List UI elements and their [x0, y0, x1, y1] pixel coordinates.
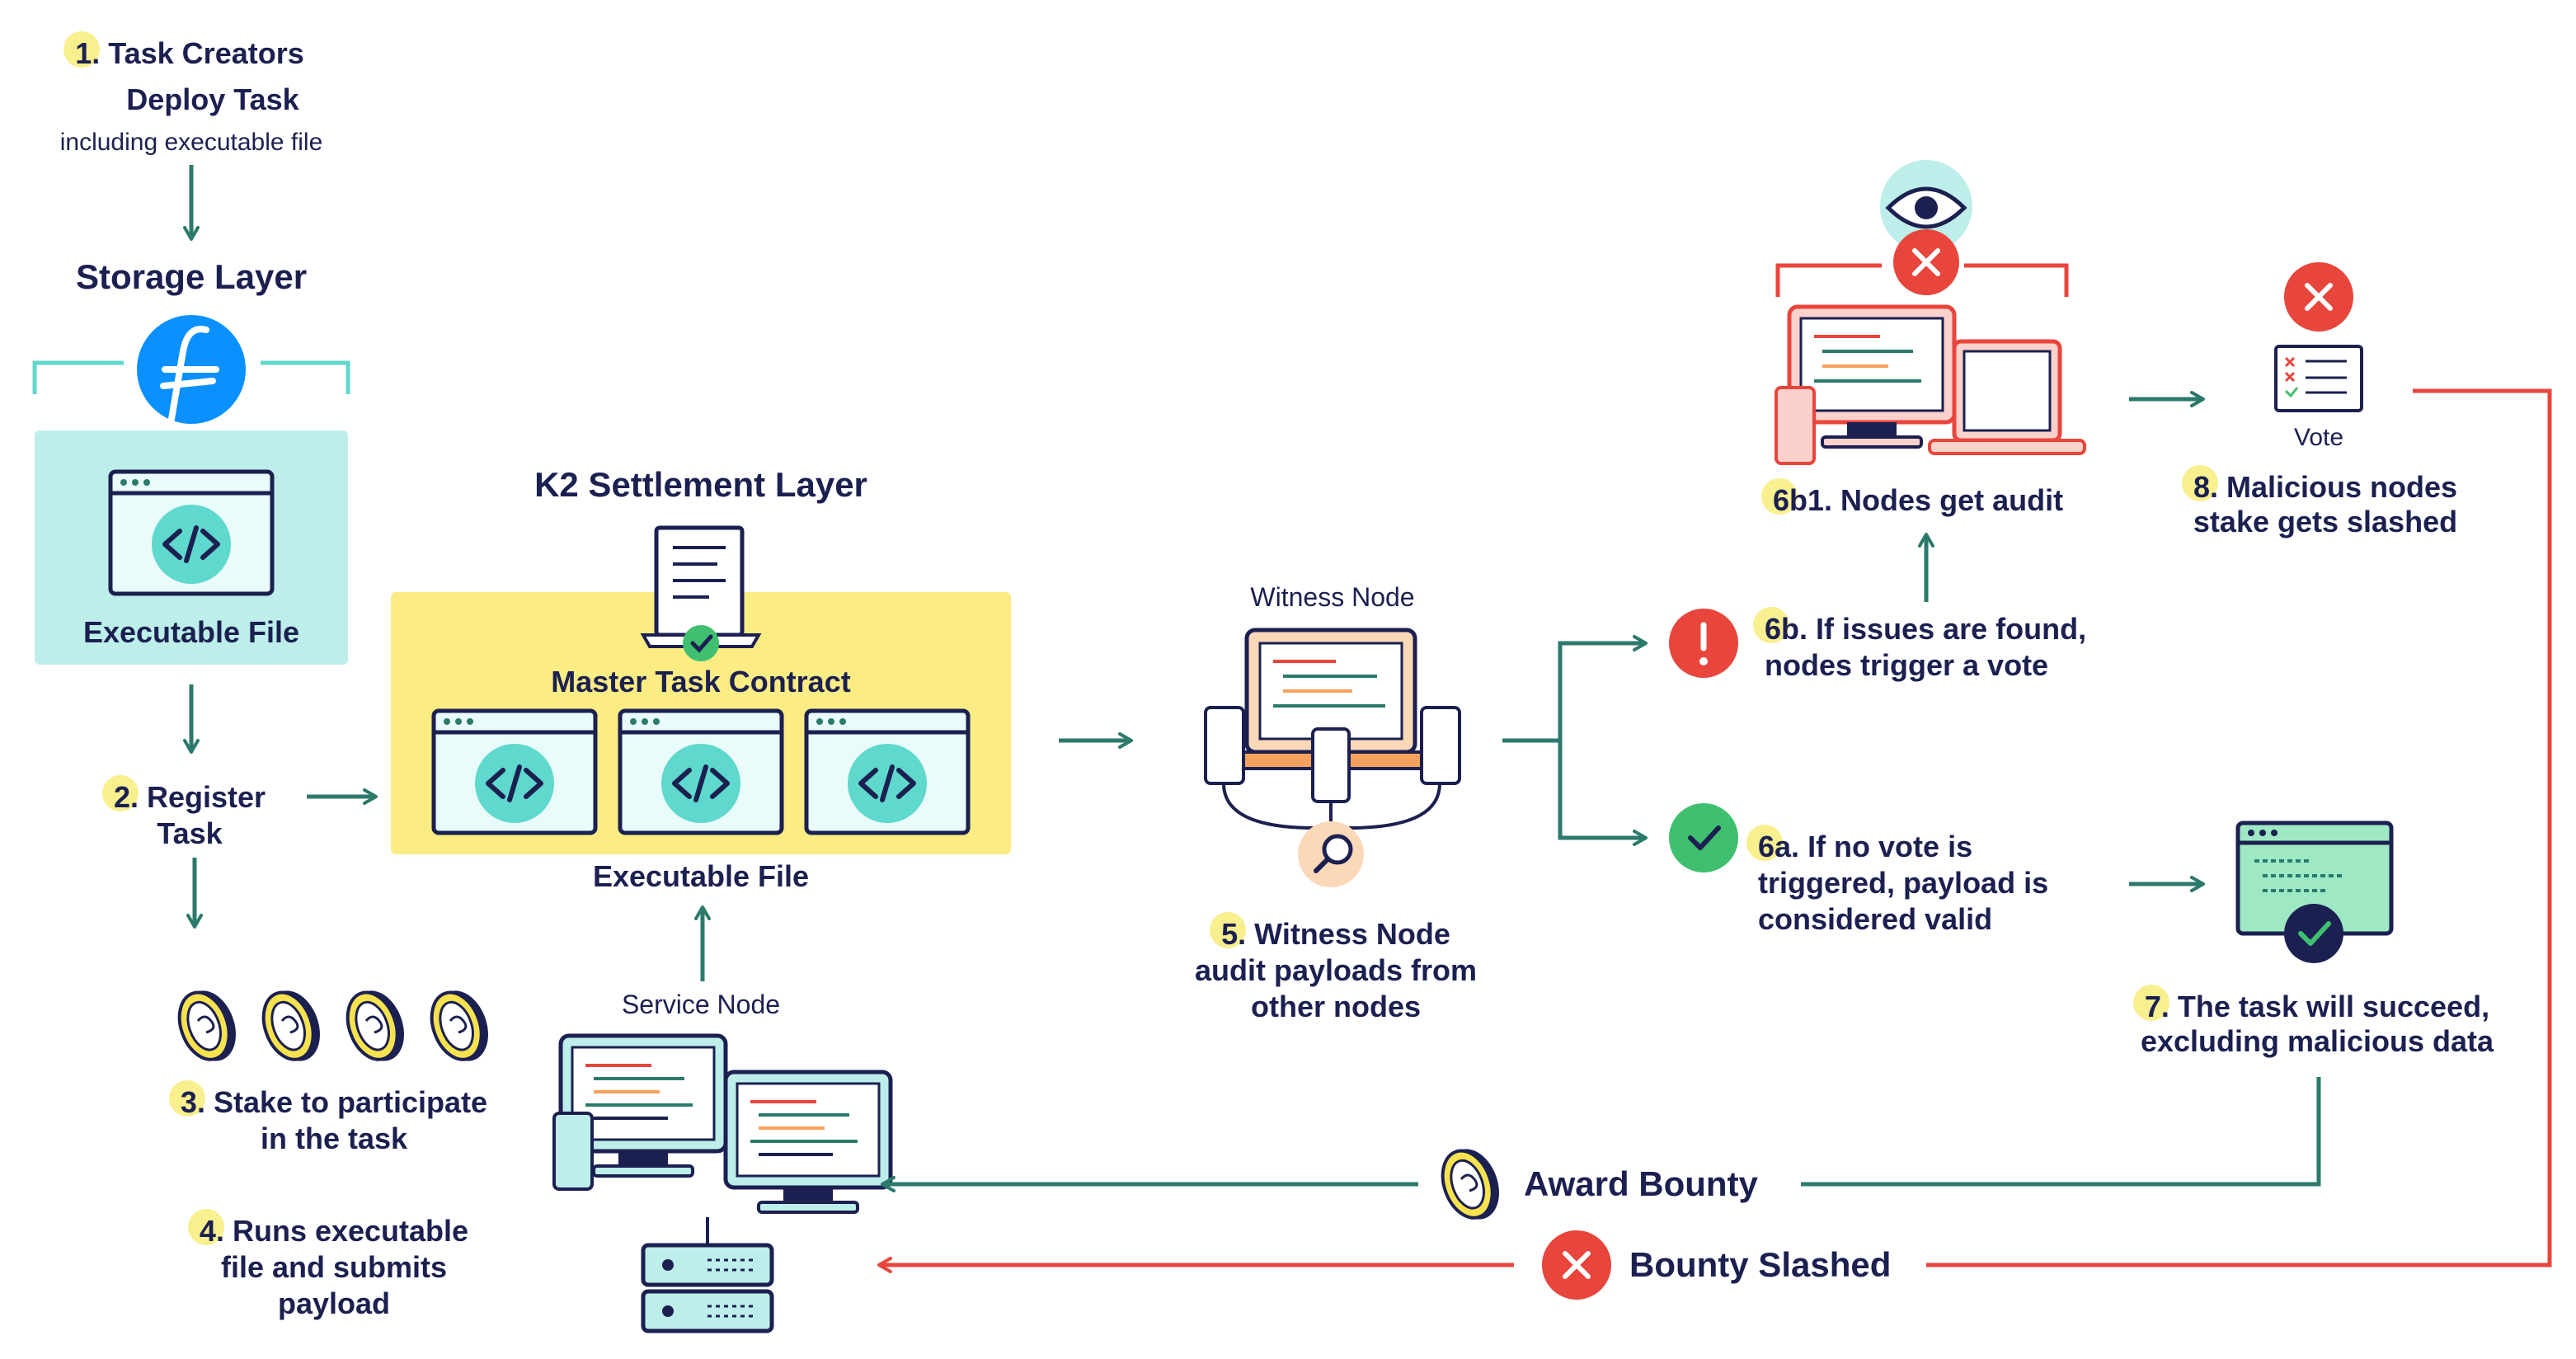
step-number: 7.: [2132, 985, 2169, 1023]
code-icon: [434, 711, 595, 833]
step-2-text: Register: [146, 780, 266, 814]
storage-file-label: Executable File: [82, 615, 300, 649]
coin-icon: [253, 981, 331, 1070]
step-5-text: Witness Node: [1254, 917, 1450, 951]
step-7-text: The task will succeed,: [2169, 990, 2490, 1023]
step-6a-line2: triggered, payload is: [1758, 866, 2049, 900]
code-icon: [620, 711, 782, 833]
step-4-line3: payload: [277, 1286, 391, 1320]
master-task-contract: Master Task Contract: [551, 665, 851, 698]
step-4-text: Runs executable: [232, 1214, 469, 1248]
audit-devices-icon: [1775, 304, 2086, 465]
step-6b1-suffix: b1.: [1789, 483, 1833, 517]
exclamation-icon: [1669, 609, 1738, 678]
step-6b-text: If issues are found,: [1807, 612, 2087, 646]
checkmark-icon: [683, 625, 719, 661]
step-number: 3.: [168, 1080, 205, 1119]
step-6a-text: If no vote is: [1799, 830, 1973, 863]
coin-icon: [169, 981, 247, 1070]
x-icon: [2284, 262, 2353, 332]
step-6b1-title: 6b1. Nodes get audit: [1760, 478, 2064, 518]
step-7-line1: 7. The task will succeed,: [2094, 985, 2540, 1024]
witness-node-icon: [1204, 628, 1461, 830]
step-7-line2: excluding malicious data: [2140, 1024, 2494, 1058]
checkmark-icon: [1669, 803, 1738, 872]
step-6b-suffix: b.: [1781, 612, 1808, 646]
step-1-line1: Task Creators: [108, 36, 304, 70]
step-number: 4.: [187, 1209, 224, 1248]
step-3-line2: in the task: [260, 1122, 408, 1155]
step-6a-suffix: a.: [1775, 830, 1800, 863]
success-window-icon: [2235, 821, 2394, 963]
x-icon: [1542, 1230, 1611, 1300]
eye-icon: [1880, 160, 1972, 252]
step-number: 6: [1760, 478, 1798, 517]
filecoin-icon: [137, 315, 246, 440]
step-3-line1: 3. Stake to participate: [140, 1080, 528, 1120]
k2-title: K2 Settlement Layer: [534, 465, 867, 504]
bounty-slashed-label: Bounty Slashed: [1629, 1245, 1892, 1284]
server-icon: [641, 1243, 774, 1333]
step-6b-line2: nodes trigger a vote: [1765, 648, 2049, 682]
step-4-line1: 4. Runs executable: [165, 1209, 503, 1248]
step-8-line1: 8. Malicious nodes: [2144, 465, 2507, 505]
award-return-line: [1801, 1077, 2321, 1187]
step-6b-line1: 6b. If issues are found,: [1752, 607, 2087, 647]
storage-layer-title: Storage Layer: [75, 257, 308, 296]
award-bounty-label: Award Bounty: [1524, 1164, 1758, 1203]
step-2-line1: 2. Register: [82, 775, 297, 815]
step-1-sub: including executable file: [59, 129, 323, 156]
code-icon: [110, 472, 272, 594]
slash-return-line: [1926, 388, 2552, 1267]
step-2-line2: Task: [157, 816, 223, 850]
code-icon: [806, 711, 968, 833]
step-6a-line3: considered valid: [1758, 902, 1993, 936]
magnifier-icon: [1298, 821, 1364, 887]
step-6a-line1: 6a. If no vote is: [1746, 825, 1973, 864]
service-node-label: Service Node: [621, 990, 781, 1019]
k2-executable-file: Executable File: [592, 859, 810, 893]
service-node-icon: [552, 1036, 891, 1245]
witness-node-label: Witness Node: [1250, 582, 1415, 612]
step-3-text: Stake to participate: [213, 1085, 488, 1119]
branch-connector: [1502, 641, 1646, 838]
step-8-line2: stake gets slashed: [2193, 505, 2458, 538]
audit-bracket: [1775, 263, 2069, 297]
x-icon: [1893, 229, 1959, 295]
step-4-line2: file and submits: [220, 1250, 448, 1284]
step-6b1-text: Nodes get audit: [1832, 483, 2064, 517]
step-5-line1: 5. Witness Node: [1138, 912, 1534, 952]
coin-icon: [337, 981, 416, 1070]
step-1-title: 1. Task Creators: [25, 31, 355, 71]
contract-icon: [640, 525, 762, 648]
step-number: 2.: [101, 775, 139, 814]
vote-label: Vote: [2293, 424, 2344, 451]
ballot-icon: [2274, 345, 2363, 412]
step-number: 6: [1752, 607, 1790, 646]
step-8-text: Malicious nodes: [2217, 470, 2458, 504]
step-number: 5.: [1210, 912, 1247, 951]
coin-icon: [1432, 1140, 1511, 1229]
step-number: 6: [1746, 825, 1784, 863]
step-number: 8.: [2181, 465, 2218, 504]
storage-bracket: [32, 360, 350, 394]
step-5-line3: other nodes: [1250, 990, 1421, 1023]
step-1-line2: Deploy Task: [126, 82, 299, 116]
step-5-line2: audit payloads from: [1194, 953, 1478, 987]
coin-icon: [421, 981, 500, 1070]
step-number: 1.: [63, 31, 101, 70]
